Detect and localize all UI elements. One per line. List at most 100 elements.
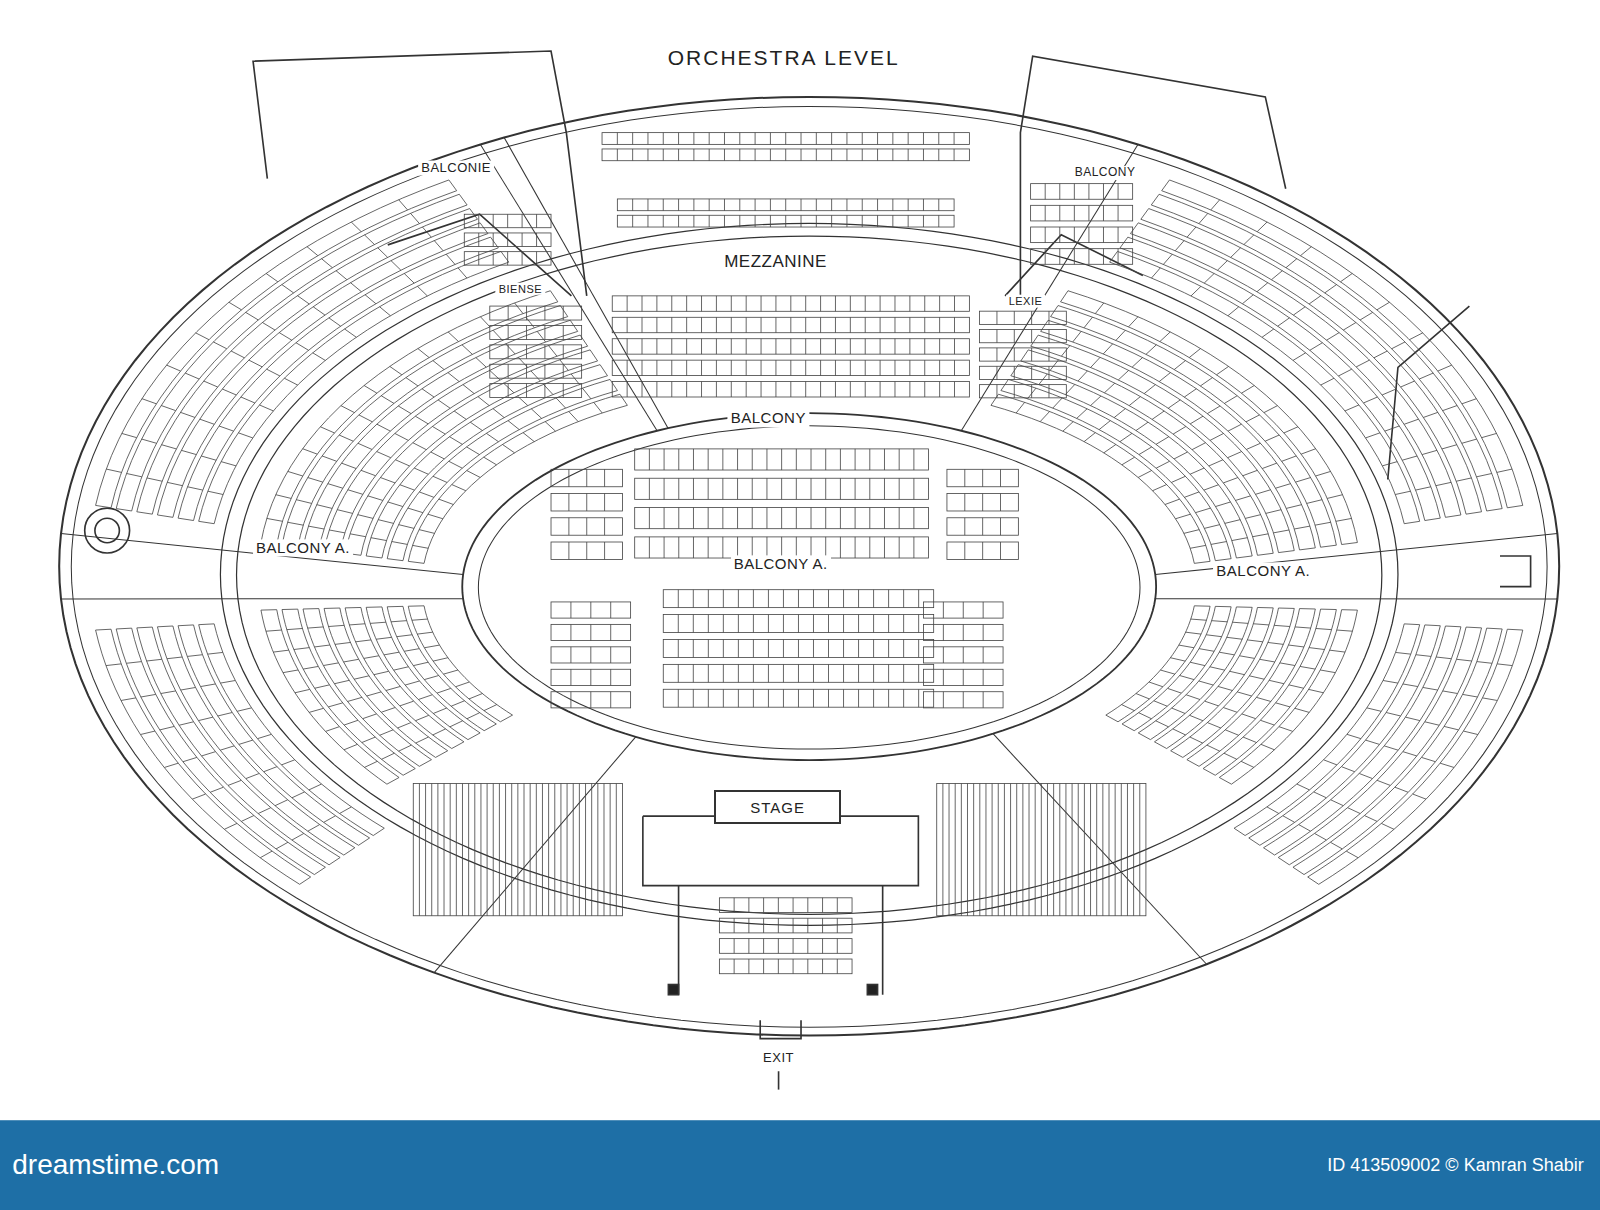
seat-row — [551, 494, 622, 511]
section-label: BALCONY — [728, 410, 809, 427]
seat-dividers — [208, 652, 352, 813]
seat-dividers — [1039, 374, 1248, 541]
seat-dividers — [508, 306, 563, 320]
stage-box: STAGE — [714, 790, 841, 825]
seat-dividers — [1199, 213, 1492, 476]
seat-dividers — [571, 669, 611, 685]
seat-row — [137, 209, 478, 515]
seat-row — [1162, 180, 1523, 508]
seat-row — [1001, 379, 1231, 560]
seat-row — [1249, 625, 1441, 845]
wall-outline — [253, 51, 587, 296]
aisle-wall — [61, 598, 463, 599]
seat-dividers — [288, 317, 535, 525]
seat-row — [612, 296, 969, 311]
aisle-wall — [1155, 598, 1557, 599]
seat-row — [303, 609, 431, 767]
column — [668, 985, 678, 995]
seat-dividers — [943, 784, 1140, 916]
exit-label: EXIT — [760, 1051, 797, 1066]
seat-row — [1141, 209, 1482, 515]
seat-dividers — [167, 241, 443, 486]
seat-dividers — [627, 317, 954, 332]
seat-row — [923, 692, 1003, 708]
seat-dividers — [571, 647, 611, 663]
seat-dividers — [1061, 346, 1289, 533]
seat-dividers — [627, 339, 954, 354]
seat-row — [1151, 194, 1502, 511]
seat-dividers — [1016, 402, 1206, 548]
seat-dividers — [678, 664, 918, 682]
seat-dividers — [508, 345, 563, 359]
seat-row — [923, 602, 1003, 618]
seat-dividers — [965, 542, 1001, 559]
seat-row — [980, 385, 1067, 398]
section-label: MEZZANINE — [721, 252, 830, 272]
seat-row — [602, 149, 969, 161]
arena-wall — [462, 413, 1156, 760]
seat-dividers — [997, 330, 1049, 343]
seat-dividers — [1045, 184, 1118, 200]
seat-row — [663, 664, 933, 682]
wall-outline — [1388, 306, 1470, 479]
seat-row — [551, 518, 622, 535]
seat-dividers — [187, 655, 335, 823]
seat-dividers — [1151, 268, 1410, 495]
seat-dividers — [350, 360, 568, 537]
seat-row — [1234, 624, 1420, 836]
seat-row — [1278, 627, 1481, 865]
seat-row — [980, 348, 1067, 361]
seat-dividers — [734, 939, 837, 954]
seat-row — [345, 350, 597, 555]
seat-row — [199, 624, 385, 836]
seat-dividers — [1283, 655, 1431, 823]
seat-row — [923, 624, 1003, 640]
seat-dividers — [508, 325, 563, 339]
seat-row — [1122, 606, 1231, 730]
seat-row — [1041, 320, 1316, 550]
seat-row — [157, 626, 354, 855]
plan-title: ORCHESTRA LEVEL — [664, 46, 904, 70]
seat-row — [719, 959, 852, 974]
seat-row — [1011, 365, 1252, 558]
stage-label: STAGE — [750, 799, 805, 816]
seat-dividers — [1187, 227, 1471, 481]
seat-row — [1138, 607, 1252, 740]
seat-row — [551, 692, 631, 708]
seat-row — [1203, 609, 1336, 775]
seat-row — [947, 542, 1018, 559]
credit-text: ID 413509002 © Kamran Shabir — [1327, 1155, 1583, 1176]
rosette-inner — [95, 518, 119, 542]
seat-dividers — [734, 918, 837, 933]
seat-dividers — [287, 628, 395, 759]
seat-dividers — [965, 469, 1001, 486]
seat-row — [635, 449, 929, 470]
seat-dividers — [1050, 360, 1268, 537]
seat-row — [490, 384, 582, 398]
seat-row — [635, 508, 929, 529]
seat-row — [178, 625, 370, 845]
footer-bar — [0, 1120, 1600, 1210]
arena-rail — [478, 426, 1140, 749]
seat-dividers — [1267, 652, 1411, 813]
seat-row — [1031, 184, 1133, 200]
seat-dividers — [208, 268, 467, 495]
seat-dividers — [678, 615, 918, 633]
seat-row — [719, 939, 852, 954]
seat-dividers — [1122, 619, 1207, 711]
seat-dividers — [1175, 241, 1451, 486]
seat-row — [551, 602, 631, 618]
seat-row — [199, 251, 509, 523]
seat-row — [663, 590, 933, 608]
seat-row — [923, 647, 1003, 663]
seat-row — [980, 311, 1067, 324]
outer-wall — [59, 97, 1559, 1036]
seat-row — [612, 382, 969, 397]
wall-outline — [678, 886, 680, 995]
seat-row — [387, 379, 617, 560]
seat-dividers — [649, 449, 913, 470]
seat-row — [261, 610, 399, 784]
seat-row — [1264, 626, 1461, 855]
wall-outline — [1500, 556, 1531, 587]
seat-dividers — [997, 366, 1049, 379]
